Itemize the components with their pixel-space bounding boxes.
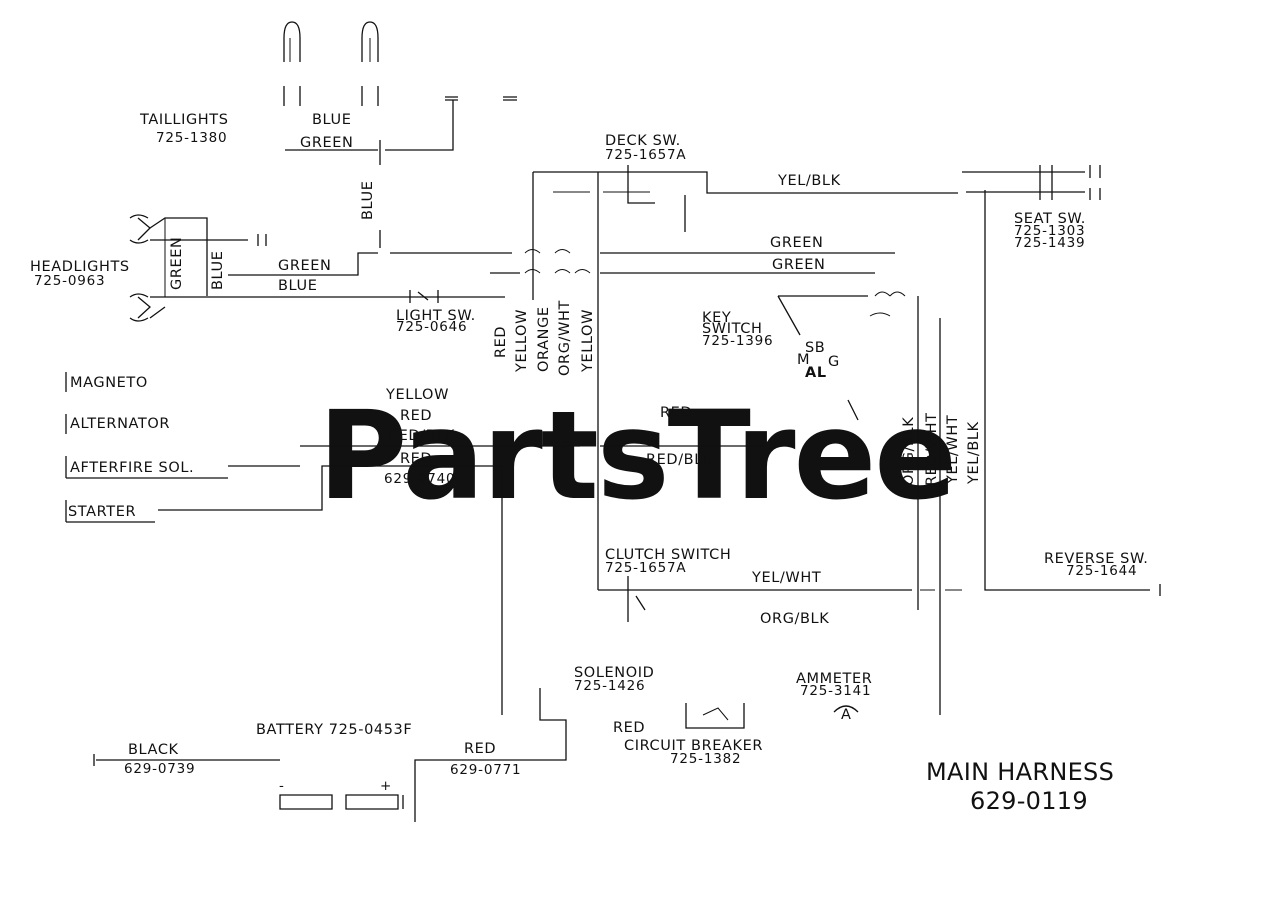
key-terminal-al: AL: [805, 365, 827, 381]
vertical-red-wht-wire-label: RED/WHT: [924, 412, 940, 486]
deck-yel-blk-wire-label: YEL/BLK: [777, 173, 841, 189]
taillights-part: 725-1380: [156, 130, 227, 146]
light-switch-part: 725-0646: [396, 319, 467, 335]
clutch-switch-symbol: [598, 576, 912, 622]
battery-minus-sign: -: [279, 778, 285, 794]
ammeter-part: 725-3141: [800, 683, 871, 699]
ammeter-symbol-letter: A: [841, 707, 852, 723]
key-switch-symbol: [777, 291, 941, 715]
tail-green-wire-label: GREEN: [300, 135, 353, 151]
solenoid-label: SOLENOID: [574, 665, 654, 681]
h-red-wire-label: RED: [400, 408, 432, 424]
battery-black-wire-label: BLACK: [128, 742, 179, 758]
afterfire-solenoid-label: AFTERFIRE SOL.: [70, 460, 194, 476]
clutch-switch-label: CLUTCH SWITCH: [605, 547, 731, 563]
starter-label: STARTER: [68, 504, 136, 520]
green-wire-label-1: GREEN: [770, 235, 823, 251]
battery-plus-sign: +: [380, 778, 392, 794]
vertical-org-wht-wire-label: ORG/WHT: [557, 300, 573, 376]
clutch-switch-part: 725-1657A: [605, 560, 686, 576]
key-terminal-sb: SB: [805, 340, 825, 356]
vertical-red-wire-label: RED: [493, 326, 509, 358]
clutch-yel-wht-wire-label: YEL/WHT: [751, 570, 821, 586]
diagram-title: MAIN HARNESS: [926, 758, 1114, 786]
seat-switch-symbol: [962, 165, 1101, 200]
key-red-wire-label: RED: [660, 405, 692, 421]
seat-switch-part-2: 725-1439: [1014, 235, 1085, 251]
h-red-blk-wire-label: RED/BLK: [388, 428, 455, 444]
headlight-blue-wire-label: BLUE: [278, 278, 317, 294]
key-switch-label-2: SWITCH: [702, 321, 762, 337]
reverse-switch-label: REVERSE SW.: [1044, 551, 1148, 567]
battery-black-part: 629-0739: [124, 761, 195, 777]
battery-symbol: [93, 754, 404, 810]
headlight-green-wire-label: GREEN: [278, 258, 331, 274]
component-boxes: [65, 372, 228, 523]
key-terminal-m: M: [797, 352, 810, 368]
magneto-label: MAGNETO: [70, 375, 148, 391]
vertical-yel-blk-wire-label: YEL/BLK: [966, 421, 982, 485]
deck-switch-part: 725-1657A: [605, 147, 686, 163]
key-red-blk-wire-label: RED/BLK: [646, 452, 713, 468]
light-switch-symbol: [409, 290, 439, 303]
seat-switch-label: SEAT SW.: [1014, 211, 1086, 227]
circuit-breaker-part: 725-1382: [670, 751, 741, 767]
solenoid-part: 725-1426: [574, 678, 645, 694]
key-terminal-g: G: [828, 354, 840, 370]
diagram-part-number: 629-0119: [970, 787, 1088, 815]
battery-red-wire-label: RED: [464, 741, 496, 757]
ammeter-label: AMMETER: [796, 671, 872, 687]
light-switch-label: LIGHT SW.: [396, 308, 476, 324]
key-switch-label-1: KEY: [702, 310, 731, 326]
vertical-org-blk-wire-label: ORG/BLK: [901, 417, 917, 486]
headlight-blue-vertical-label: BLUE: [210, 251, 226, 290]
vertical-yel-wht-wire-label: YEL/WHT: [945, 415, 961, 485]
circuit-breaker-symbol: [685, 703, 745, 729]
battery-label: BATTERY 725-0453F: [256, 722, 412, 738]
clutch-org-blk-wire-label: ORG/BLK: [760, 611, 829, 627]
green-wires: [390, 252, 895, 274]
deck-switch-label: DECK SW.: [605, 133, 681, 149]
taillight-wire: [285, 100, 454, 151]
green-wire-label-2: GREEN: [772, 257, 825, 273]
headlights-part: 725-0963: [34, 273, 105, 289]
tail-blue-wire-label: BLUE: [312, 112, 351, 128]
headlight-symbols: [129, 214, 505, 322]
reverse-switch-part: 725-1644: [1066, 563, 1137, 579]
wiring: [65, 21, 1161, 822]
vertical-yellow-2-wire-label: YELLOW: [580, 309, 596, 373]
headlights-label: HEADLIGHTS: [30, 259, 130, 275]
seat-switch-part-1: 725-1303: [1014, 223, 1085, 239]
circuit-breaker-label: CIRCUIT BREAKER: [624, 738, 763, 754]
battery-red-part: 629-0771: [450, 762, 521, 778]
deck-switch-symbol: [533, 165, 958, 232]
ammeter-symbol: [833, 705, 859, 713]
alternator-label: ALTERNATOR: [70, 416, 170, 432]
headlight-green-vertical-label: GREEN: [169, 237, 185, 290]
h-red-2-wire-label: RED: [400, 451, 432, 467]
taillights-label: TAILLIGHTS: [139, 112, 229, 128]
vertical-orange-wire-label: ORANGE: [536, 306, 552, 372]
h-yellow-wire-label: YELLOW: [385, 387, 449, 403]
vertical-blue-wire-label: BLUE: [360, 181, 376, 220]
solenoid-symbol: [414, 688, 567, 822]
breaker-red-wire-label: RED: [613, 720, 645, 736]
starter-harness-part: 629-0740: [384, 471, 455, 487]
key-switch-part: 725-1396: [702, 333, 773, 349]
watermark: PartsTree: [318, 385, 955, 527]
vertical-yellow-wire-label: YELLOW: [514, 309, 530, 373]
taillight-bulb-symbols: [283, 21, 517, 106]
